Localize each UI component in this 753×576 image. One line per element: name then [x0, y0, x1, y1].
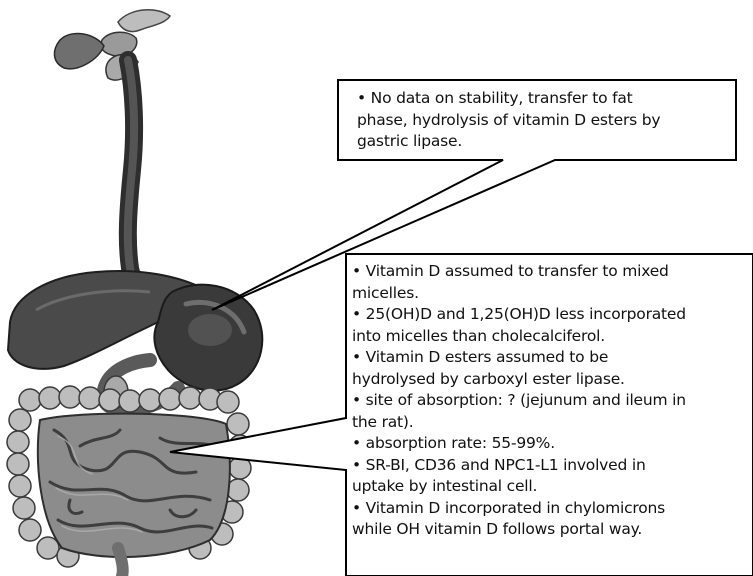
intestine-callout-text: • Vitamin D assumed to transfer to mixed…	[352, 261, 686, 541]
callout-text-line: while OH vitamin D follows portal way.	[352, 519, 686, 541]
callout-text-line: • Vitamin D esters assumed to be	[352, 347, 686, 369]
callout-text-line: the rat).	[352, 412, 686, 434]
callout-text-line: gastric lipase.	[357, 131, 660, 153]
stomach-callout-text: • No data on stability, transfer to fat …	[357, 88, 660, 153]
callout-text-line: hydrolysed by carboxyl ester lipase.	[352, 369, 686, 391]
callout-text-line: • Vitamin D assumed to transfer to mixed	[352, 261, 686, 283]
mouth-illustration	[54, 10, 170, 80]
callout-text-line: • absorption rate: 55-99%.	[352, 433, 686, 455]
callout-text-line: • site of absorption: ? (jejunum and ile…	[352, 390, 686, 412]
callout-text-line: • 25(OH)D and 1,25(OH)D less incorporate…	[352, 304, 686, 326]
callout-text-line: uptake by intestinal cell.	[352, 476, 686, 498]
callout-text-line: • Vitamin D incorporated in chylomicrons	[352, 498, 686, 520]
esophagus-illustration	[128, 60, 172, 300]
stomach-illustration	[154, 285, 262, 391]
callout-text-line: • No data on stability, transfer to fat	[357, 88, 660, 110]
rectum-illustration	[118, 548, 123, 576]
callout-text-line: • SR-BI, CD36 and NPC1-L1 involved in	[352, 455, 686, 477]
callout-text-line: phase, hydrolysis of vitamin D esters by	[357, 110, 660, 132]
callout-text-line: into micelles than cholecalciferol.	[352, 326, 686, 348]
small-intestine-illustration	[38, 414, 230, 557]
callout-text-line: micelles.	[352, 283, 686, 305]
